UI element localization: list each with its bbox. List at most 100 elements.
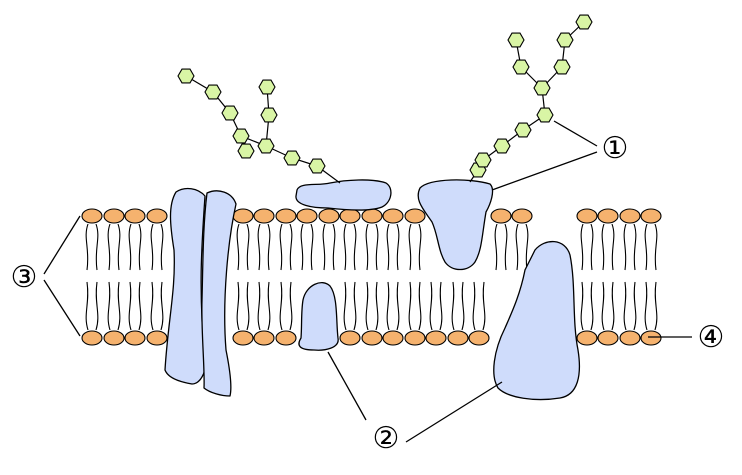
sugar-hexagon [536,107,554,123]
lipid-tail [128,223,132,271]
lipid-tail [353,281,357,331]
lipid-tail [408,223,412,271]
lipid-tail [267,223,271,271]
lipid-tail [236,281,240,331]
lipid-tail [494,223,498,271]
lipid-tail [504,223,508,271]
lipid-tail [580,281,584,331]
lipid-tail [289,223,293,271]
phospholipid-head [253,330,275,346]
lipid-tail [611,281,615,331]
phospholipid-head [447,330,469,346]
lipid-tail [128,281,132,331]
lipid-tail [107,281,111,331]
lipid-tail [418,223,422,271]
lipid-tail [375,223,379,271]
lipid-tail [353,223,357,271]
phospholipid-head [275,330,297,346]
lipid-tail [654,281,658,331]
lipid-tail [138,223,142,271]
phospholipid-head [640,208,662,224]
lipid-tail [85,223,89,271]
phospholipid-head [511,208,533,224]
lipid-tail [95,281,99,331]
phospholipid-head [640,330,662,346]
sugar-bond [541,21,585,89]
lipid-tail [279,223,283,271]
lipid-tail [482,281,486,331]
phospholipid-head [275,208,297,224]
lipid-tail [418,281,422,331]
lipid-tail [590,281,594,331]
phospholipid-head [382,208,404,224]
phospholipid-head [425,330,447,346]
sugar-hexagon [237,143,255,159]
lipid-tail [408,281,412,331]
label-4: ④ [698,320,725,355]
lipid-tail [257,223,261,271]
lipid-tail [322,223,326,271]
phospholipid-head [232,330,254,346]
lipid-tail [623,281,627,331]
leader-3-to-bottom [43,279,81,337]
phospholipid-head [576,208,598,224]
lipid-tail [138,281,142,331]
phospholipid-head [339,208,361,224]
sugar-hexagon [177,68,195,84]
phospholipid-head [382,330,404,346]
phospholipid-head [361,330,383,346]
sugar-hexagon [232,128,250,144]
lipid-tail [611,223,615,271]
sugar-hexagon [308,158,326,174]
peripheral-protein-top [295,179,392,211]
lipid-tail [365,281,369,331]
label-2: ② [373,421,400,456]
lipid-tail [633,281,637,331]
sugar-hexagon [553,59,571,75]
lipid-tail [601,281,605,331]
lipid-tail [644,223,648,271]
channel-protein [164,187,237,397]
phospholipid-head [318,208,340,224]
transmembrane-protein-large [493,240,581,401]
phospholipid-head [597,208,619,224]
sugar-hexagon [260,107,278,123]
sugar-hexagon [257,138,275,154]
leader-3-to-top [43,215,81,275]
sugar-hexagon [514,122,532,138]
lipid-tail [107,223,111,271]
sugar-hexagon [221,105,239,121]
lipid-tail [515,223,519,271]
phospholipid-head [81,208,103,224]
phospholipid-head [468,330,490,346]
lipid-tail [236,223,240,271]
lipid-tail [525,223,529,271]
lipid-tail [386,281,390,331]
sugar-hexagon [507,32,525,48]
leader-1-to-protein [491,151,598,191]
phospholipid-head [597,330,619,346]
channel-protein-right-half [201,190,237,397]
lipid-tail [279,281,283,331]
lipid-tail [580,223,584,271]
phospholipid-head [81,330,103,346]
sugar-hexagon [575,14,593,30]
phospholipid-head [619,208,641,224]
lipid-tail [633,223,637,271]
lipid-tail [644,281,648,331]
sugar-hexagon [512,59,530,75]
phospholipid-head [103,208,125,224]
lipid-tail [472,281,476,331]
lipid-tail [117,223,121,271]
lipid-tail [461,281,465,331]
phospholipid-head [619,330,641,346]
lipid-tail [160,223,164,271]
phospholipid-head [103,330,125,346]
lipid-tail [85,281,89,331]
sugar-hexagon [258,79,276,95]
lipid-tail [246,223,250,271]
phospholipid-head [361,208,383,224]
lipid-tails-layer [85,223,658,331]
